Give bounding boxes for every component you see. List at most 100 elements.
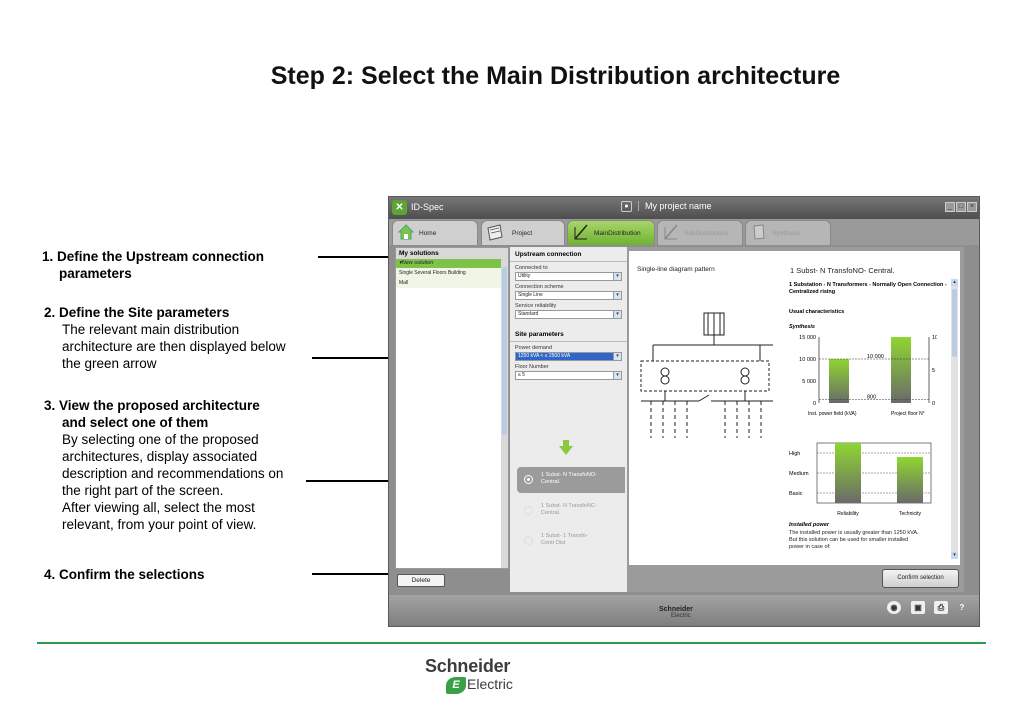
app-logo-icon: ✕ [392, 200, 407, 215]
details-panel: Single-line diagram pattern 1 Subst- N T… [627, 247, 964, 592]
green-down-arrow-icon [559, 446, 573, 455]
solution-item[interactable]: Mall [396, 278, 501, 288]
tab-maindistribution[interactable]: MainDistribution [567, 220, 655, 245]
architecture-option-line1: 1 Subst- N TransfoNO- [541, 472, 597, 478]
tab-home-label: Home [419, 230, 437, 237]
annotation-upstream: 1. Define the Upstream connection parame… [42, 248, 317, 282]
solutions-header: My solutions [396, 248, 508, 259]
tab-maindistribution-label: MainDistribution [594, 230, 641, 237]
power-select[interactable]: 1250 kVA < ≤ 2500 kVA▾ [515, 352, 622, 361]
level-label: Medium [789, 471, 809, 477]
architecture-option-line2: Centr Dist [541, 540, 566, 546]
slide-title: Step 2: Select the Main Distribution arc… [270, 62, 841, 90]
tab-subdistribution[interactable]: SubDistribution [657, 220, 743, 245]
floor-select[interactable]: ≤ 5▾ [515, 371, 622, 380]
maximize-icon[interactable]: □ [956, 202, 966, 212]
project-name: My project name [638, 201, 712, 211]
architecture-option-line2: Central. [541, 510, 561, 516]
reliability-select[interactable]: Standard▾ [515, 310, 622, 319]
tab-subdistribution-label: SubDistribution [684, 230, 729, 237]
app-name: ID-Spec [411, 202, 444, 212]
delete-button[interactable]: Delete [397, 574, 445, 587]
y-tick-label-left: 15 000 [799, 335, 816, 341]
architecture-option-line1: 1 Subst- N TransfoNC- [541, 503, 597, 509]
annotation-confirm-heading: 4. Confirm the selections [44, 567, 205, 582]
tab-home[interactable]: Home [392, 220, 478, 245]
y-tick-label-left: 10 000 [799, 357, 816, 363]
solution-item[interactable]: Single Several Floors Building [396, 268, 501, 278]
tab-synthesis[interactable]: Synthesis [745, 220, 831, 245]
scrollbar-thumb[interactable] [952, 289, 957, 357]
save-icon[interactable]: ▣ [911, 601, 925, 614]
folder-icon [487, 224, 503, 241]
annotation-architecture-heading: 3. View the proposed architecture [44, 398, 260, 413]
power-label: Power demand [515, 345, 552, 351]
print-icon[interactable]: ⎙ [934, 601, 948, 614]
connected-to-value: Utility [518, 273, 531, 279]
bar [829, 359, 849, 403]
scheme-label: Connection scheme [515, 284, 564, 290]
installed-power-text: The installed power is usually greater t… [789, 530, 943, 551]
logo-electric: Electric [467, 676, 513, 692]
chevron-down-icon[interactable]: ▾ [951, 552, 958, 559]
sld-title: Single-line diagram pattern [637, 266, 715, 273]
reliability-label: Service reliability [515, 303, 557, 309]
home-icon [397, 224, 415, 240]
annotation-architecture-body-3: description and recommendations on [62, 466, 284, 481]
tab-synthesis-label: Synthesis [772, 230, 801, 237]
chevron-down-icon[interactable]: ▾ [613, 353, 621, 360]
data-label: 800 [867, 394, 876, 400]
floor-label: Floor Number [515, 364, 549, 370]
record-icon[interactable]: ● [621, 201, 632, 212]
architecture-option[interactable]: 1 Subst- N TransfoNC- Central. [517, 498, 625, 524]
tab-project[interactable]: Project [481, 220, 565, 245]
help-icon[interactable]: ? [959, 603, 965, 612]
architecture-option[interactable]: 1 Subst- N TransfoNO- Central. [517, 467, 625, 493]
annotation-architecture-body-5: After viewing all, select the most [62, 500, 255, 515]
app-window: ✕ ID-Spec ● My project name _ □ × Home P… [388, 196, 980, 627]
chevron-down-icon[interactable]: ▾ [613, 372, 621, 379]
annotation-site: 2. Define the Site parameters The releva… [44, 304, 314, 372]
chevron-down-icon[interactable]: ▾ [613, 273, 621, 280]
close-icon[interactable]: × [967, 202, 977, 212]
scheme-select[interactable]: Single Line ▾ [515, 291, 622, 300]
scheme-value: Single Line [518, 292, 543, 298]
installed-power-line2: But this solution can be used for smalle… [789, 537, 909, 543]
tab-bar: Home Project MainDistribution SubDistrib… [389, 219, 979, 245]
green-arrow-stem [563, 440, 569, 447]
architecture-option[interactable]: 1 Subst- 1 Transfo- Centr Dist [517, 528, 625, 554]
annotation-architecture-body-2: architectures, display associated [62, 449, 258, 464]
connected-to-select[interactable]: Utility ▾ [515, 272, 622, 281]
y-tick-label-right: 10 [932, 335, 937, 341]
schneider-logo: Schneider E Electric [425, 656, 513, 694]
details-scrollbar[interactable]: ▴ ▾ [951, 279, 958, 559]
chevron-up-icon[interactable]: ▴ [951, 279, 958, 286]
annotation-site-heading: 2. Define the Site parameters [44, 305, 230, 320]
annotation-site-body-2: architecture are then displayed below [62, 339, 286, 354]
confirm-selection-button[interactable]: Confirm selection [882, 569, 959, 588]
app-footer: Schneider Electric ◉ ▣ ⎙ ? [389, 595, 979, 626]
architecture-title: 1 Subst- N TransfoNO- Central. [790, 266, 895, 275]
architecture-option-line1: 1 Subst- 1 Transfo- [541, 533, 588, 539]
chevron-down-icon[interactable]: ▾ [613, 311, 621, 318]
footer-brand-electric: Electric [671, 613, 691, 619]
radio-unselected[interactable] [524, 536, 533, 545]
eye-icon[interactable]: ◉ [887, 601, 901, 614]
minimize-icon[interactable]: _ [945, 202, 955, 212]
installed-power-line3: power in case of: [789, 544, 831, 550]
distribution-icon [664, 224, 678, 240]
architecture-description: 1 Substation - N Transformers - Normally… [789, 282, 947, 295]
radio-selected[interactable] [524, 475, 533, 484]
annotation-architecture-heading-2: and select one of them [62, 415, 209, 430]
footer-brand-name: Schneider [659, 606, 693, 613]
x-tick-label: Inst. power field (kVA) [808, 411, 857, 417]
logo-mark-icon: E [446, 677, 466, 694]
radio-unselected[interactable] [524, 506, 533, 515]
bar [835, 443, 861, 503]
scrollbar-thumb[interactable] [502, 267, 507, 435]
solutions-scrollbar[interactable] [501, 259, 508, 568]
chevron-down-icon[interactable]: ▾ [613, 292, 621, 299]
x-tick-label: Reliability [837, 511, 859, 517]
solution-new[interactable]: ▾New solution [396, 259, 501, 268]
